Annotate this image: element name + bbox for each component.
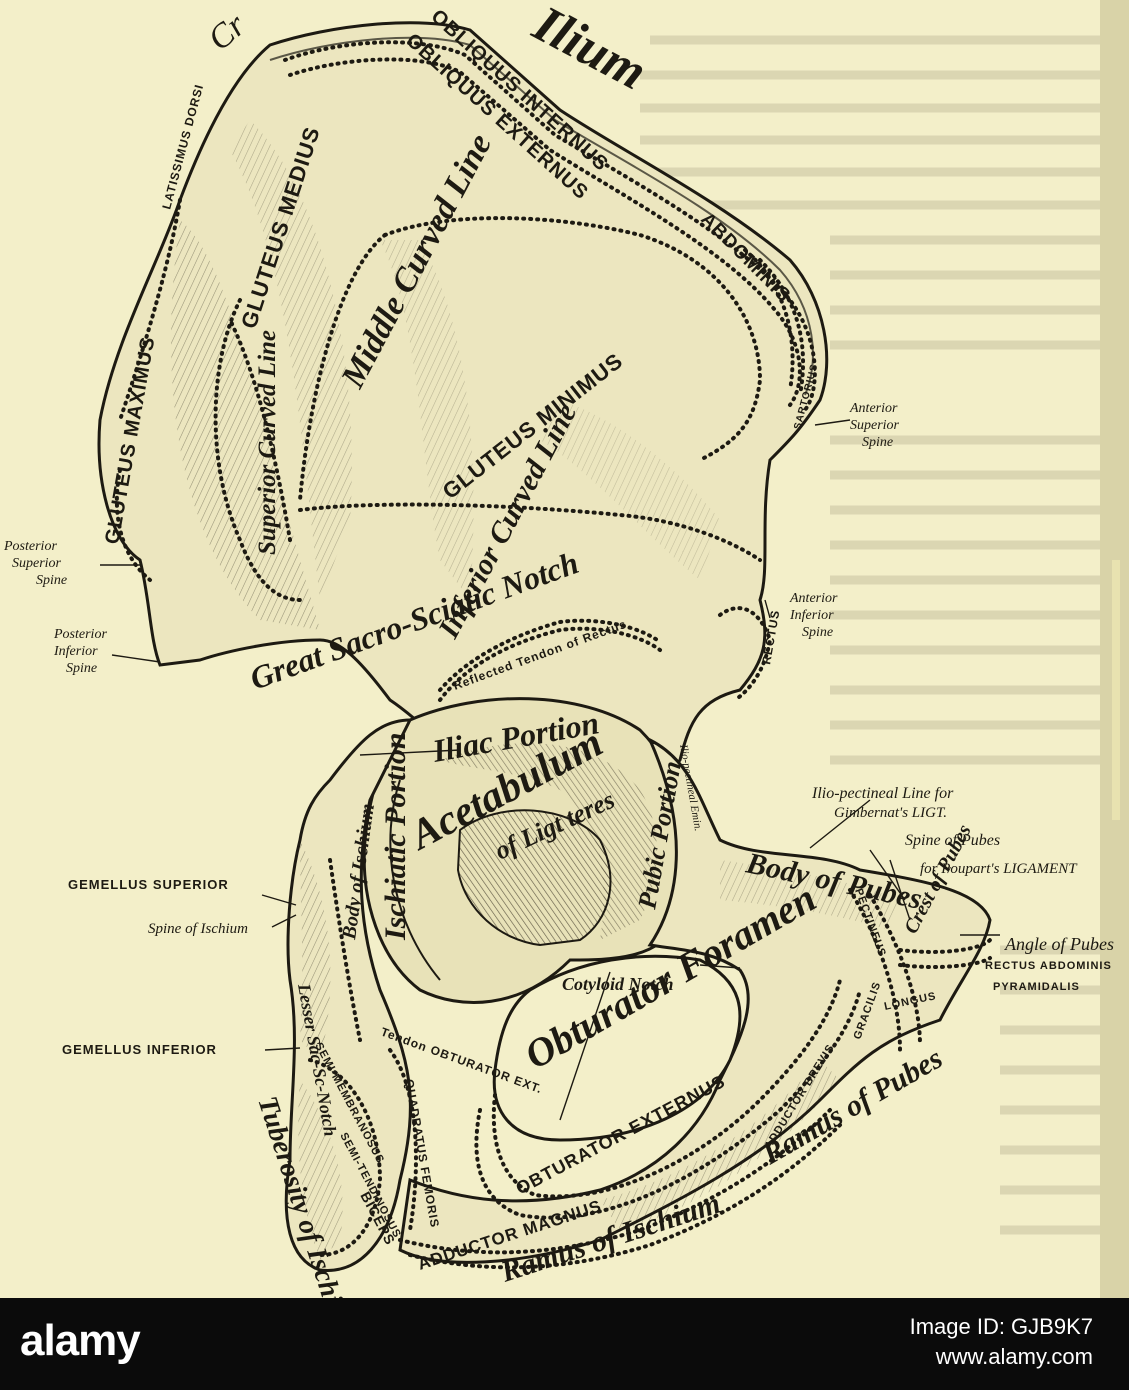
label-ischiatic-portion: Ischiatic Portion xyxy=(379,732,412,941)
callout-ilio-pectineal-line-1: Ilio-pectineal Line for xyxy=(811,785,954,802)
callout-angle-of-pubes: Angle of Pubes xyxy=(1004,934,1114,954)
callout-anterior-inferior-spine-3: Spine xyxy=(802,625,833,640)
callout-posterior-inferior-spine-3: Spine xyxy=(66,661,97,676)
site-url[interactable]: www.alamy.com xyxy=(935,1344,1093,1369)
pubis xyxy=(398,736,992,1264)
callout-spine-of-ischium: Spine of Ischium xyxy=(148,921,248,937)
label-crest-prefix: Cr xyxy=(201,6,253,58)
leader-lines xyxy=(100,419,1000,1121)
label-superior-curved-line: Superior Curved Line xyxy=(254,330,281,555)
callout-anterior-superior-spine-1: Anterior xyxy=(849,401,898,416)
muscle-attachment-dots xyxy=(114,40,817,702)
callout-gemellus-inferior: GEMELLUS INFERIOR xyxy=(62,1042,217,1057)
callout-rectus-abdominis: RECTUS ABDOMINIS xyxy=(985,960,1112,972)
label-cotyloid-notch: Cotyloid Notch xyxy=(562,974,674,994)
callout-gemellus-superior: GEMELLUS SUPERIOR xyxy=(68,877,229,892)
acetabular-fossa xyxy=(456,809,612,947)
watermark-bar: alamy Image ID: GJB9K7 www.alamy.com xyxy=(0,1298,1129,1390)
callout-anterior-inferior-spine-2: Inferior xyxy=(789,608,834,623)
label-ilium: Ilium xyxy=(523,0,655,101)
callout-anterior-superior-spine-2: Superior xyxy=(850,418,900,433)
callout-ilio-pectineal-line-2: Gimbernat's LIGT. xyxy=(834,805,947,821)
callout-spine-of-pubes: Spine of Pubes xyxy=(905,832,1000,849)
callout-posterior-superior-spine-3: Spine xyxy=(36,573,67,588)
callout-pouparts-ligament: for Poupart's LIGAMENT xyxy=(920,861,1078,877)
anatomical-plate: Cr Ilium Middle Curved Line Inferior Cur… xyxy=(0,0,1129,1298)
callout-anterior-superior-spine-3: Spine xyxy=(862,435,893,450)
callout-posterior-inferior-spine-2: Inferior xyxy=(53,644,98,659)
hip-bone-illustration: Cr Ilium Middle Curved Line Inferior Cur… xyxy=(3,0,1129,1298)
callout-posterior-superior-spine-1: Posterior xyxy=(3,539,57,554)
callout-posterior-superior-spine-2: Superior xyxy=(12,556,62,571)
page-edge-highlight xyxy=(1112,560,1120,820)
obturator-foramen xyxy=(492,954,742,1142)
alamy-logo[interactable]: alamy xyxy=(20,1316,141,1365)
callout-anterior-inferior-spine-1: Anterior xyxy=(789,591,838,606)
watermark-info: Image ID: GJB9K7 www.alamy.com xyxy=(910,1312,1093,1372)
callout-pyramidalis: PYRAMIDALIS xyxy=(993,981,1080,993)
callout-posterior-inferior-spine-1: Posterior xyxy=(53,627,107,642)
image-id-text: Image ID: GJB9K7 xyxy=(909,1314,1093,1339)
